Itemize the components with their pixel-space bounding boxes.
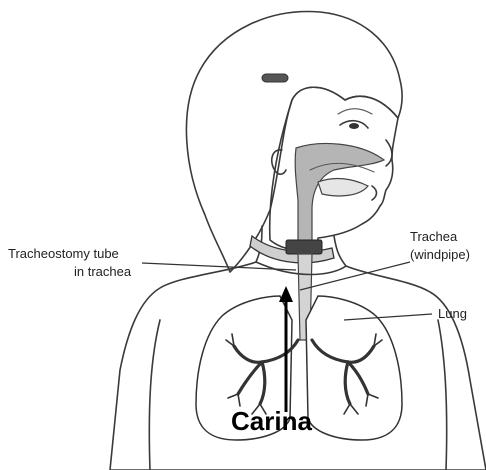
label-tracheostomy-tube-line2: in trachea bbox=[74, 264, 132, 279]
label-lung: Lung bbox=[438, 306, 467, 321]
neck-right bbox=[334, 236, 346, 266]
label-carina: Carina bbox=[231, 406, 312, 436]
carina-arrow-head bbox=[279, 286, 293, 302]
label-trachea-line1: Trachea bbox=[410, 229, 458, 244]
leader-tracheostomy-tube bbox=[142, 263, 296, 270]
left-arm-line bbox=[149, 320, 160, 470]
label-trachea-line2: (windpipe) bbox=[410, 247, 470, 262]
body-outline bbox=[110, 262, 486, 470]
hair-clip bbox=[262, 74, 288, 82]
leader-trachea bbox=[300, 262, 410, 290]
tracheostomy-tube-flange bbox=[286, 240, 322, 254]
tongue bbox=[318, 179, 368, 196]
nose bbox=[386, 140, 392, 166]
lips bbox=[372, 186, 377, 200]
pupil bbox=[349, 123, 359, 129]
hair bbox=[186, 12, 402, 272]
eyebrow bbox=[338, 109, 372, 114]
label-tracheostomy-tube-line1: Tracheostomy tube bbox=[8, 246, 119, 261]
right-arm-line bbox=[438, 320, 447, 470]
